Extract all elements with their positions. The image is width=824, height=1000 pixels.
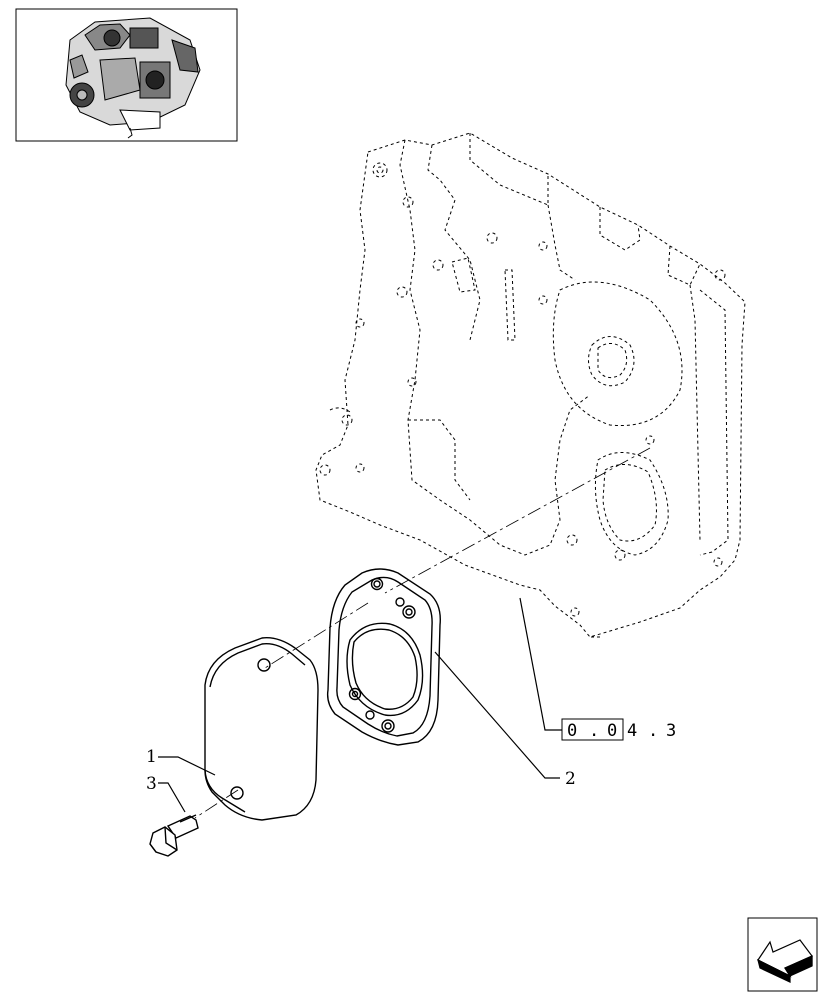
callout-part-3: 3: [146, 774, 157, 794]
reference-rest-1: .: [648, 721, 658, 741]
reference-boxed-2: 0: [607, 721, 617, 741]
cover-plate-part: [204, 637, 319, 821]
cross-reference-link[interactable]: 0 . 0 4 . 3: [561, 718, 676, 741]
engine-thumbnail-icon: [65, 17, 201, 139]
reference-rest-0: 4: [627, 721, 637, 741]
leader-lines: [158, 597, 562, 813]
reference-box: [561, 718, 624, 741]
reference-boxed-1: .: [589, 721, 599, 741]
callout-part-2: 2: [565, 769, 576, 789]
timing-gear-housing: [315, 132, 746, 638]
reference-rest-2: 3: [666, 721, 676, 741]
callout-part-1: 1: [146, 747, 157, 767]
bolt-part: [149, 814, 199, 857]
gasket-part: [326, 568, 441, 746]
assembly-centerline: [194, 447, 651, 819]
back-arrow-icon: [757, 939, 813, 983]
back-arrow-button[interactable]: [747, 917, 818, 992]
engine-thumbnail[interactable]: [15, 8, 238, 142]
reference-boxed-0: 0: [567, 721, 577, 741]
